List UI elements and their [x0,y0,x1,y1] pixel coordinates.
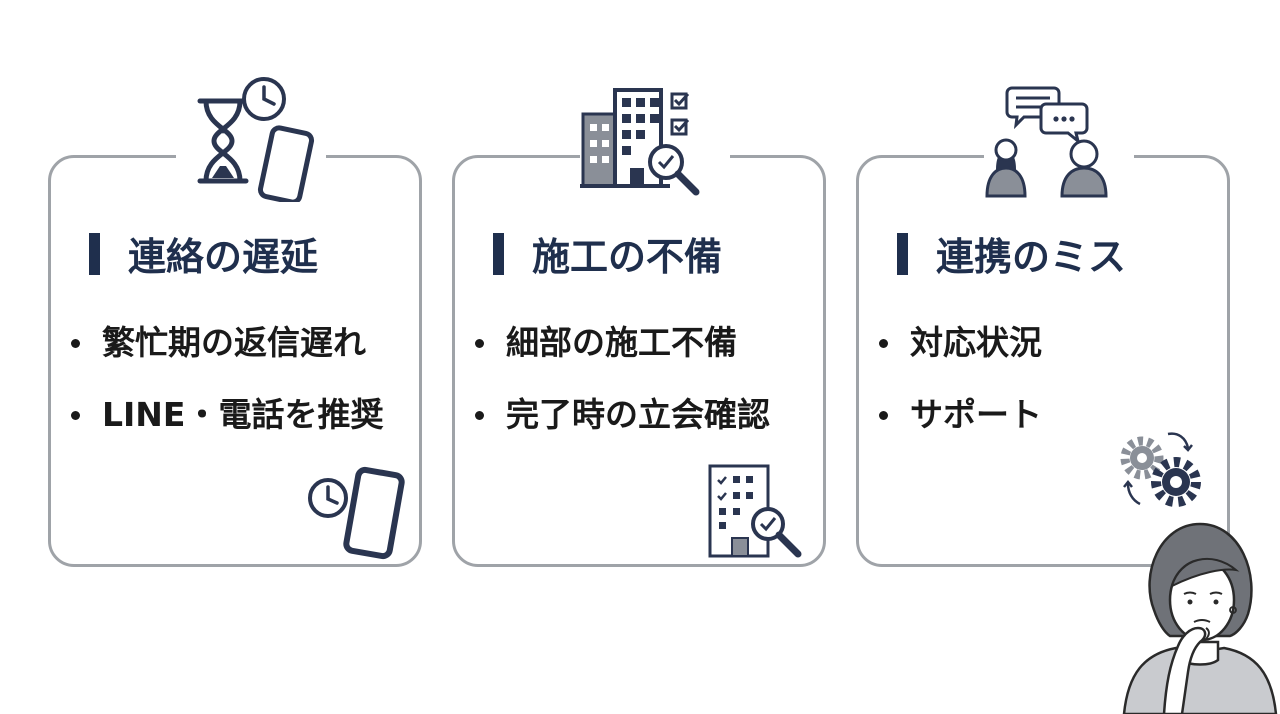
clock-phone-icon [308,466,405,560]
hourglass-clock-phone-icon [197,77,315,202]
list-item: 細部の施工不備 [475,318,817,368]
card-title: 連携のミス [897,226,1217,281]
card-title-text: 連携のミス [936,235,1127,279]
list-item: 対応状況 [879,318,1221,368]
card-title-text: 施工の不備 [532,235,723,279]
people-chat-icon [985,86,1108,198]
card-title: 連絡の遅延 [89,226,409,281]
title-marker [897,232,908,275]
building-checklist-magnifier-icon [580,88,700,196]
title-marker [89,232,100,275]
list-item: 完了時の立会確認 [475,390,817,440]
building-magnifier-icon [708,464,802,558]
list-item: LINE・電話を推奨 [71,390,413,440]
thinking-woman-icon [1122,522,1278,714]
card-title-text: 連絡の遅延 [128,235,319,279]
card-list: 細部の施工不備 完了時の立会確認 [475,318,817,462]
card-title: 施工の不備 [493,226,813,281]
card-list: 繁忙期の返信遅れ LINE・電話を推奨 [71,318,413,462]
list-item: サポート [879,390,1221,440]
card-list: 対応状況 サポート [879,318,1221,462]
list-item: 繁忙期の返信遅れ [71,318,413,368]
gears-icon [1120,432,1201,507]
title-marker [493,232,504,275]
